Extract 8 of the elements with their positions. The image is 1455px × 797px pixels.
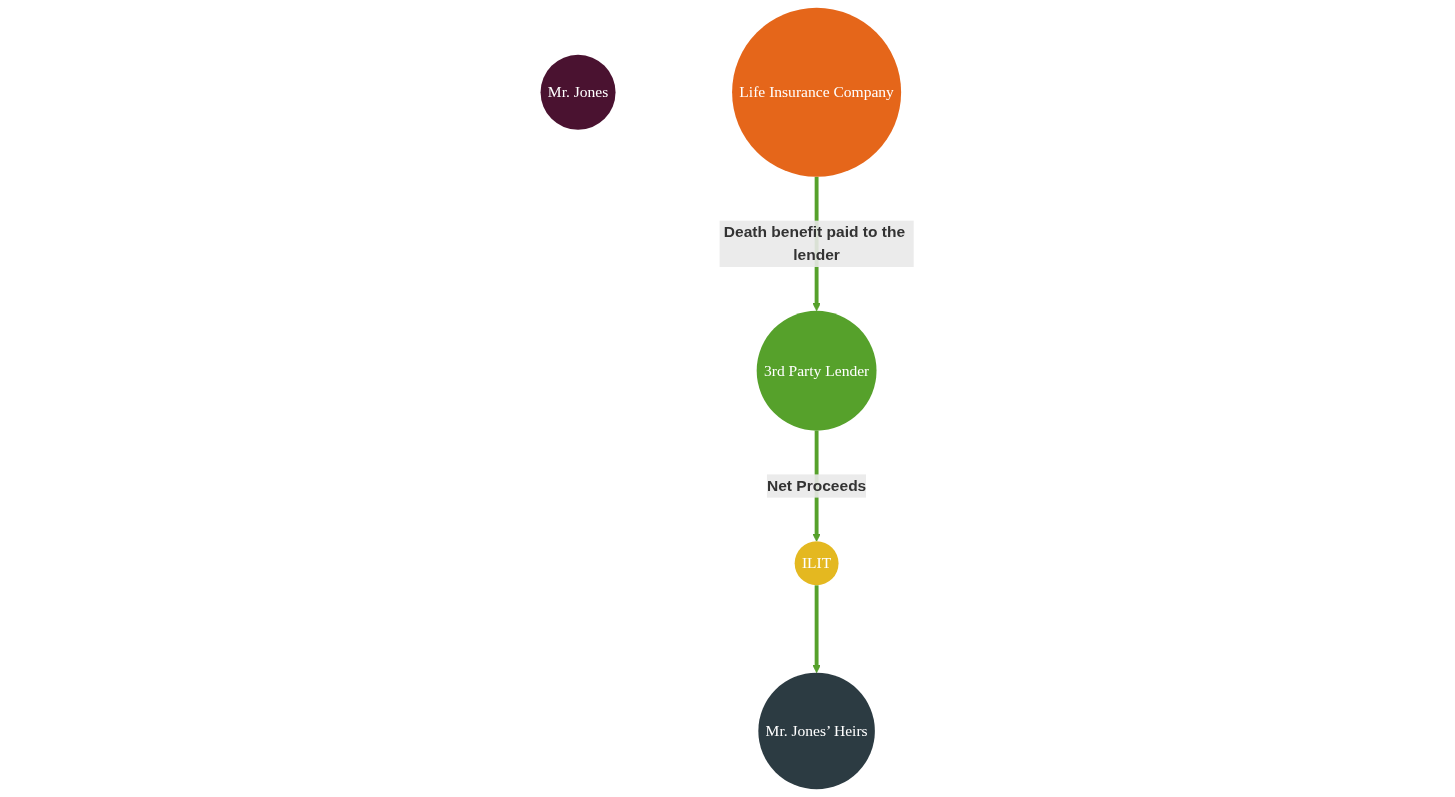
edge-label: Death benefit paid to the lender <box>724 223 906 264</box>
node-circle: Mr. Jones <box>540 54 616 130</box>
edge-label: Net Proceeds <box>767 477 867 494</box>
node-circle: 3rd Party Lender <box>757 310 877 431</box>
node-circle: Mr. Jones’ Heirs <box>758 672 876 790</box>
arrow <box>812 585 822 674</box>
node-circle: Life Insurance Company <box>732 7 902 177</box>
node-circle: ILIT <box>795 541 839 586</box>
